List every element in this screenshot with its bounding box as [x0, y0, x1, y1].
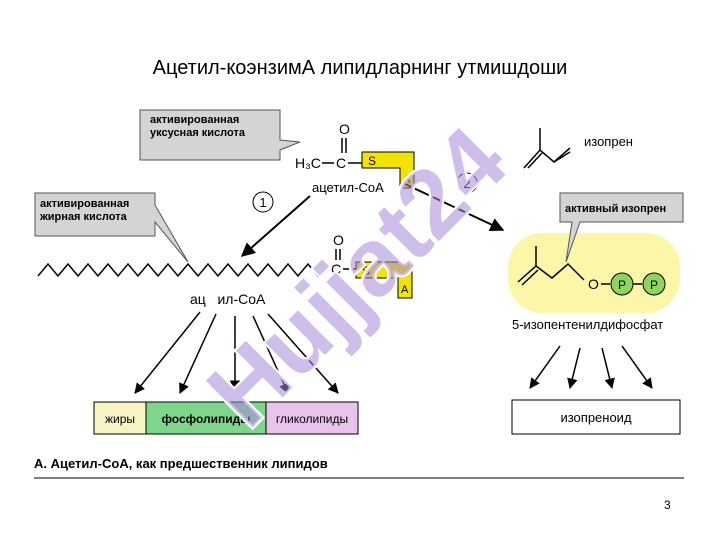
svg-text:жиры: жиры [105, 412, 135, 426]
carbonyl-oxygen-label: O [339, 121, 350, 137]
step-1-badge: 1 [252, 191, 274, 213]
callout-activated-fatty-acid: активированная жирная кислота [34, 192, 189, 263]
coa-s-label: S [368, 154, 376, 168]
isoprene-label: изопрен [584, 134, 633, 149]
acyl-oxygen-label: O [333, 232, 344, 248]
slide-title: Ацетил-коэнзимА липидларнинг утмишдоши [152, 57, 568, 79]
h3c-label: H₃C [295, 155, 321, 171]
acetyl-coa-structure: H₃C C O S A ацетил-CoA [295, 121, 415, 195]
product-box-isoprenoid: изопреноид [511, 399, 681, 435]
svg-text:фосфолипиды: фосфолипиды [161, 412, 250, 426]
carbonyl-carbon-label: C [336, 155, 346, 171]
svg-text:2: 2 [463, 176, 470, 191]
phosphate-2-label: P [650, 278, 658, 292]
acyl-product-arrows [134, 311, 339, 394]
svg-text:гликолипиды: гликолипиды [276, 412, 348, 426]
isopentenyl-diphosphate-label: 5-изопентенилдифосфат [512, 317, 663, 332]
svg-text:1: 1 [259, 195, 266, 210]
callout-acetic-line-1: активированная [150, 114, 239, 126]
product-box-fats: жиры [93, 401, 147, 435]
arrow-step-1 [240, 195, 311, 257]
coa-a-label: A [403, 174, 411, 186]
isoprenoid-arrows [529, 345, 653, 390]
product-box-glycolipids: гликолипиды [265, 401, 359, 435]
figure-caption: А. Ацетил-CoA, как предшественник липидо… [34, 456, 328, 471]
arrow-step-2 [404, 183, 505, 231]
acyl-coa-structure: C O S A ац ил-CoA [37, 232, 413, 307]
product-box-phospholipids: фосфолипиды [145, 401, 267, 435]
isoprene-structure: изопрен [523, 128, 633, 169]
acetyl-coa-label: ацетил-CoA [312, 180, 384, 195]
acyl-carbon-label: C [331, 261, 341, 277]
isoprene-highlight [508, 233, 680, 313]
acyl-coa-label: ац ил-CoA [190, 291, 266, 307]
callout-activated-acetic-acid: активированная уксусная кислота [139, 109, 301, 161]
callout-fatty-line-2: жирная кислота [39, 211, 128, 223]
callout-isoprene-text: активный изопрен [565, 203, 666, 215]
acyl-coa-a-label: A [401, 284, 409, 296]
phosphate-1-label: P [618, 278, 626, 292]
page-number: 3 [664, 498, 671, 512]
oxygen-link-label: O [588, 276, 599, 292]
callout-fatty-line-1: активированная [40, 198, 129, 210]
step-2-badge: 2 [456, 172, 478, 194]
svg-text:изопреноид: изопреноид [560, 410, 631, 425]
callout-active-isoprene: активный изопрен [559, 192, 684, 263]
callout-acetic-line-2: уксусная кислота [150, 127, 246, 139]
isopentenyl-diphosphate-structure: O P P 5-изопентенилдифосфат [512, 246, 666, 332]
acyl-coa-s-label: S [362, 264, 370, 278]
